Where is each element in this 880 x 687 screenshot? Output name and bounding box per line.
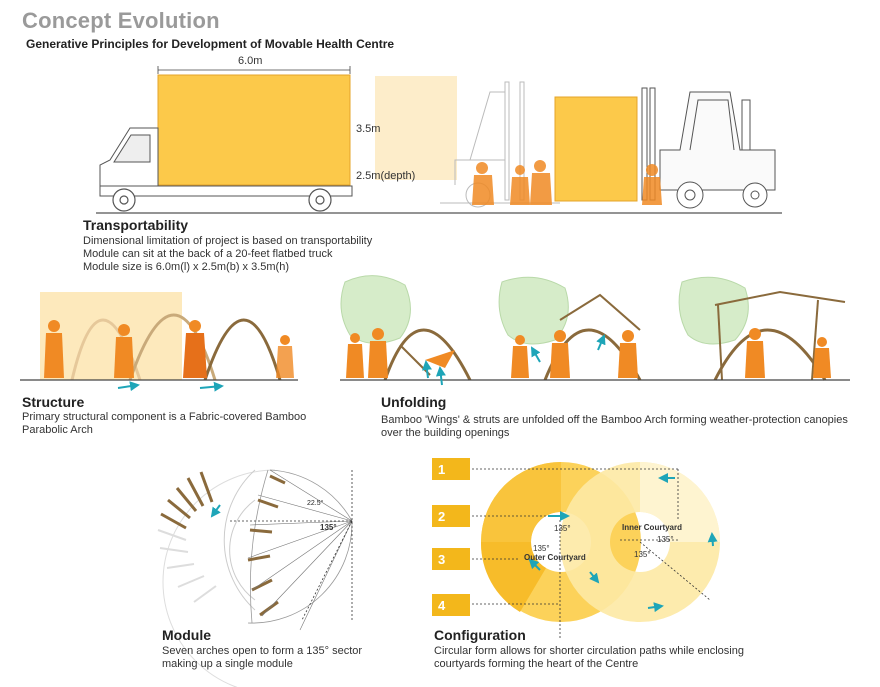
unfolding-text: Bamboo 'Wings' & struts are unfolded off… [381, 414, 848, 440]
module-left-ribs [160, 471, 214, 530]
config-step-4: 4 [432, 594, 470, 616]
unfolding-arrows [422, 334, 606, 386]
structure-line: Parabolic Arch [22, 424, 93, 436]
config-step-1: 1 [432, 458, 470, 480]
module-right-sector [247, 469, 353, 624]
unfolding-line: over the building openings [381, 427, 510, 439]
transportability-text: Dimensional limitation of project is bas… [83, 235, 372, 274]
module-dotted-lines [230, 470, 353, 621]
faded-module-box [375, 76, 457, 180]
config-angle-4: 135° [634, 550, 651, 559]
config-angle-1: 135° [554, 524, 571, 533]
config-angle-3: 135° [657, 535, 674, 544]
module-angle-large: 135° [320, 523, 337, 532]
dimension-length-label: 6.0m [238, 55, 263, 67]
unfolding-heading: Unfolding [381, 394, 447, 410]
unfolding-line: Bamboo 'Wings' & struts are unfolded off… [381, 414, 848, 426]
config-step-2: 2 [432, 505, 470, 527]
people-group-transport [472, 160, 662, 205]
structure-people [44, 320, 294, 378]
dimension-height-label: 3.5m [356, 123, 381, 135]
forklift-2 [641, 87, 776, 209]
module-text: Seven arches open to form a 135° sector … [162, 645, 362, 671]
module-left-ribs-faded [157, 529, 217, 603]
unfolding-wings [399, 290, 846, 381]
truck-wheels [112, 188, 332, 212]
transportability-heading: Transportability [83, 217, 189, 233]
transportability-line: Module size is 6.0m(l) x 2.5m(b) x 3.5m(… [83, 261, 289, 273]
unfolding-wing-panel [425, 350, 455, 368]
configuration-heading: Configuration [434, 627, 526, 643]
page-subtitle: Generative Principles for Development of… [26, 37, 395, 51]
structure-line: Primary structural component is a Fabric… [22, 411, 307, 423]
truck-cab [99, 127, 353, 197]
transportability-line: Dimensional limitation of project is bas… [83, 235, 373, 247]
config-dotted-lines [472, 468, 711, 640]
config-step-3: 3 [432, 548, 470, 570]
unfolding-people [346, 328, 831, 378]
module-rays [247, 469, 353, 631]
structure-module-box [40, 292, 182, 380]
unfolding-trees [340, 275, 749, 345]
module-right-ribs [247, 474, 286, 617]
outer-ring-left-sector [481, 462, 561, 542]
configuration-line: Circular form allows for shorter circula… [434, 645, 744, 657]
outer-courtyard-label: Outer Courtyard [524, 553, 586, 562]
config-arrows [528, 473, 718, 613]
page-title: Concept Evolution [22, 8, 220, 33]
configuration-text: Circular form allows for shorter circula… [434, 645, 744, 671]
lifted-module-box [554, 96, 638, 202]
structure-heading: Structure [22, 394, 85, 410]
module-heading: Module [162, 627, 211, 643]
inner-courtyard-label: Inner Courtyard [622, 523, 683, 532]
transportability-line: Module can sit at the back of a 20-feet … [83, 248, 333, 260]
module-line: making up a single module [162, 658, 293, 670]
dimension-depth-label: 2.5m(depth) [356, 170, 416, 182]
config-angle-2: 135° [533, 544, 550, 553]
module-line: Seven arches open to form a 135° sector [162, 645, 363, 657]
module-left-sector [223, 469, 256, 611]
structure-text: Primary structural component is a Fabric… [22, 411, 306, 437]
truck-module-box [157, 74, 351, 186]
module-angle-small: 22.5° [307, 500, 324, 507]
configuration-line: courtyards forming the heart of the Cent… [434, 658, 639, 670]
